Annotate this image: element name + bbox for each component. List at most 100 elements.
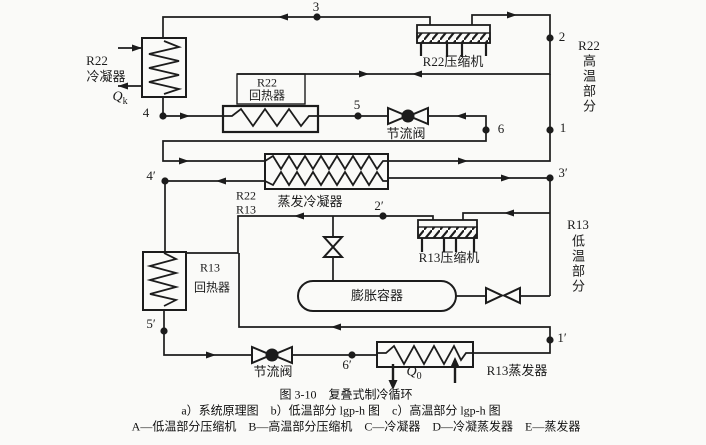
arrow-before-6 xyxy=(456,112,466,120)
r13-evaporator-box xyxy=(376,341,474,368)
high-side-refrigerant: R22 xyxy=(578,38,600,54)
r13-throttle-valve-icon xyxy=(251,345,293,365)
pipe-r13-throttle-line xyxy=(163,310,377,356)
r13-compressor-icon xyxy=(417,219,478,252)
r13-regenerator-coil xyxy=(146,252,180,307)
arrow-into-coil-left xyxy=(179,157,189,165)
point-3p xyxy=(546,174,554,182)
point-1 xyxy=(546,126,554,134)
arrow-to-condenser xyxy=(278,13,288,21)
evapcond-r13-label: R13 xyxy=(235,202,257,217)
r13-evaporator-coil xyxy=(377,344,473,366)
r22-condenser-label-1: R22 xyxy=(86,53,108,69)
r22-condenser-box xyxy=(141,37,187,98)
state-label-2p: 2′ xyxy=(374,198,384,214)
state-points xyxy=(159,13,554,359)
arrow-discharge-r13 xyxy=(504,209,514,217)
valves xyxy=(251,106,521,365)
arrow-coil-out-right xyxy=(458,157,468,165)
r22-compressor-icon xyxy=(416,24,491,57)
arrow-after-4 xyxy=(180,112,190,120)
state-label-5p: 5′ xyxy=(146,316,156,332)
r13-regenerator-box xyxy=(142,251,187,311)
r22-condenser-label-2: 冷凝器 xyxy=(86,69,126,85)
r13-regen-label-1: R13 xyxy=(199,260,221,275)
state-label-3p: 3′ xyxy=(558,165,568,181)
flow-arrows xyxy=(118,11,517,390)
high-side-vertical-label: 高温部分 xyxy=(581,54,596,114)
pipe-r13-discharge xyxy=(462,212,550,220)
point-4 xyxy=(159,112,167,120)
arrow-cooling-in xyxy=(132,44,142,52)
expansion-vessel-label: 膨胀容器 xyxy=(350,288,404,304)
arrow-suction-r13 xyxy=(294,212,304,220)
pipe-discharge-r22 xyxy=(162,16,431,38)
r22-condenser-coil xyxy=(148,40,183,95)
arrow-qo-down xyxy=(388,380,398,390)
expansion-vessel xyxy=(297,280,457,312)
state-label-3: 3 xyxy=(312,0,320,15)
r22-throttle-valve-icon xyxy=(387,106,429,126)
qk-symbol: Q xyxy=(112,89,123,105)
r13-evaporator-label: R13蒸发器 xyxy=(486,363,548,379)
arrow-regen-shell-left xyxy=(412,70,422,78)
arrow-after-5p xyxy=(206,351,216,359)
qo-label: Q0 xyxy=(406,365,421,382)
r22-regen-label-2: 回热器 xyxy=(248,88,286,103)
vessel-outlet-valve-icon xyxy=(485,286,521,305)
point-3 xyxy=(313,13,321,21)
r22-compressor-label: R22压缩机 xyxy=(422,54,484,70)
state-label-5: 5 xyxy=(353,97,361,113)
pipe-r22-coil-outlet xyxy=(388,74,551,162)
pipe-suction-r22 xyxy=(237,14,551,75)
point-2p xyxy=(379,212,387,220)
arrow-qo-up xyxy=(450,357,460,367)
point-5p xyxy=(160,327,168,335)
r22-regen-label-1: R22 xyxy=(256,75,278,90)
figure-caption: 图 3-10 复叠式制冷循环 xyxy=(279,387,413,402)
pipe-r13-suction xyxy=(186,215,434,254)
point-4p xyxy=(161,177,169,185)
point-5 xyxy=(354,112,362,120)
state-label-6: 6 xyxy=(497,121,505,137)
qo-subscript: 0 xyxy=(416,371,422,383)
state-label-4p: 4′ xyxy=(146,168,156,184)
arrow-suction-top xyxy=(507,11,517,19)
qo-symbol: Q xyxy=(406,364,417,380)
arrow-regen-shell-right xyxy=(359,70,369,78)
r22-regenerator-box xyxy=(221,104,320,134)
r13-throttle-label: 节流阀 xyxy=(253,364,293,380)
evapcond-name-label: 蒸发冷凝器 xyxy=(277,194,343,210)
state-label-2: 2 xyxy=(558,29,566,45)
evap-condenser-box xyxy=(264,153,389,190)
low-side-vertical-label: 低温部分 xyxy=(570,234,585,294)
r13-regen-label-2: 回热器 xyxy=(193,280,231,295)
arrow-return-r13 xyxy=(331,323,341,331)
point-6p xyxy=(348,351,356,359)
evap-condenser-coil-bottom xyxy=(264,170,388,187)
r22-regenerator-label-box xyxy=(236,73,306,105)
point-1p xyxy=(546,336,554,344)
state-label-6p: 6′ xyxy=(342,357,352,373)
heat-exchanger-coils xyxy=(146,40,473,366)
pipe-liquid-r22 xyxy=(162,97,487,162)
point-6 xyxy=(482,126,490,134)
vessel-inlet-valve-icon xyxy=(321,236,345,258)
state-label-4: 4 xyxy=(142,105,150,121)
r22-throttle-label: 节流阀 xyxy=(386,126,426,142)
arrow-cooling-out xyxy=(118,82,128,90)
r22-regenerator-coil xyxy=(223,107,318,128)
figure-legend: A—低温部分压缩机 B—高温部分压缩机 C—冷凝器 D—冷凝蒸发器 E—蒸发器 xyxy=(131,419,581,434)
evap-condenser-coil-top xyxy=(264,154,388,171)
arrow-to-3p xyxy=(501,174,511,182)
state-label-1: 1 xyxy=(559,120,567,136)
r13-compressor-label: R13压缩机 xyxy=(418,250,480,266)
state-label-1p: 1′ xyxy=(557,330,567,346)
evapcond-r22-label: R22 xyxy=(235,188,257,203)
qk-subscript: k xyxy=(122,96,128,108)
component-boxes xyxy=(141,37,474,368)
qk-label: Qk xyxy=(112,90,127,107)
point-2 xyxy=(546,34,554,42)
